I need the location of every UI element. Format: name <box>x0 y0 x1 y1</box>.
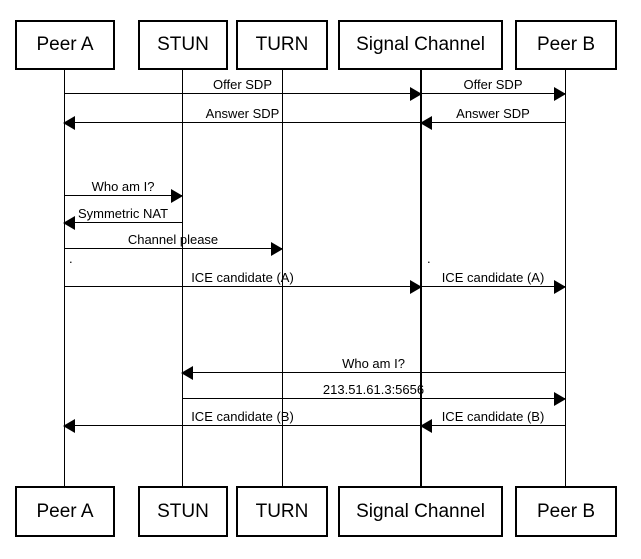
actor-top-signal-channel: Signal Channel <box>338 20 503 70</box>
message-line <box>421 425 565 427</box>
arrowhead <box>410 87 422 101</box>
arrowhead <box>410 280 422 294</box>
message-line <box>64 122 421 124</box>
message-line <box>421 286 565 288</box>
message-line <box>64 93 421 95</box>
message-line <box>182 398 565 400</box>
actor-bottom-stun: STUN <box>138 486 228 537</box>
message-channel-please-a-to-turn: Channel please <box>64 230 283 256</box>
message-label: Channel please <box>127 232 219 247</box>
lifeline-signal-channel <box>420 70 422 486</box>
actor-top-turn: TURN <box>236 20 328 70</box>
arrowhead <box>554 392 566 406</box>
arrowhead <box>554 280 566 294</box>
actor-top-peer-a: Peer A <box>15 20 115 70</box>
message-label: Who am I? <box>91 179 155 194</box>
message-line <box>64 286 421 288</box>
message-label: Offer SDP <box>212 77 273 92</box>
lifeline-turn <box>281 70 284 486</box>
arrowhead <box>181 366 193 380</box>
message-line <box>421 93 565 95</box>
arrowhead <box>171 189 183 203</box>
arrowhead <box>63 116 75 130</box>
message-answer-sdp-b-to-signal: Answer SDP <box>420 104 565 130</box>
arrowhead <box>554 87 566 101</box>
message-label: Answer SDP <box>456 106 530 121</box>
actor-bottom-peer-a: Peer A <box>15 486 115 537</box>
message-line <box>64 425 421 427</box>
message-label: ICE candidate (A) <box>191 270 294 285</box>
message-ip-address-stun-to-b: 213.51.61.3:5656 <box>182 380 566 406</box>
actor-bottom-peer-b: Peer B <box>515 486 617 537</box>
message-line <box>64 195 182 197</box>
message-ice-candidate-b-signal-to-a: ICE candidate (B) <box>63 407 421 433</box>
message-line <box>64 248 282 250</box>
arrowhead <box>420 419 432 433</box>
message-label: Offer SDP <box>463 77 523 92</box>
arrowhead <box>63 419 75 433</box>
message-offer-sdp-signal-to-b: Offer SDP <box>421 75 566 101</box>
dot-mark: . <box>427 251 431 266</box>
lifeline-peer-b <box>564 70 567 486</box>
message-ice-candidate-b-b-to-signal: ICE candidate (B) <box>420 407 565 433</box>
actor-top-peer-b: Peer B <box>515 20 617 70</box>
message-ice-candidate-a-signal-to-b: ICE candidate (A) <box>421 268 566 294</box>
dot-mark: . <box>69 251 73 266</box>
message-line <box>421 122 565 124</box>
message-label: ICE candidate (B) <box>441 409 545 424</box>
message-line <box>64 222 182 224</box>
message-who-am-i-b-to-stun: Who am I? <box>181 354 565 380</box>
message-label: ICE candidate (B) <box>191 409 294 424</box>
message-label: 213.51.61.3:5656 <box>322 382 425 397</box>
message-label: ICE candidate (A) <box>441 270 545 285</box>
message-label: Answer SDP <box>205 106 280 121</box>
lifeline-stun <box>181 70 184 486</box>
actor-bottom-turn: TURN <box>236 486 328 537</box>
message-who-am-i-a-to-stun: Who am I? <box>64 177 183 203</box>
actor-top-stun: STUN <box>138 20 228 70</box>
arrowhead <box>271 242 283 256</box>
message-label: Who am I? <box>342 356 405 371</box>
message-answer-sdp-signal-to-a: Answer SDP <box>63 104 421 130</box>
message-offer-sdp-a-to-signal: Offer SDP <box>64 75 422 101</box>
lifeline-peer-a <box>63 70 66 486</box>
message-label: Symmetric NAT <box>77 206 169 221</box>
actor-bottom-signal-channel: Signal Channel <box>338 486 503 537</box>
arrowhead <box>420 116 432 130</box>
message-symmetric-nat-stun-to-a: Symmetric NAT <box>63 204 182 230</box>
message-line <box>182 372 565 374</box>
arrowhead <box>63 216 75 230</box>
message-ice-candidate-a-a-to-signal: ICE candidate (A) <box>64 268 422 294</box>
